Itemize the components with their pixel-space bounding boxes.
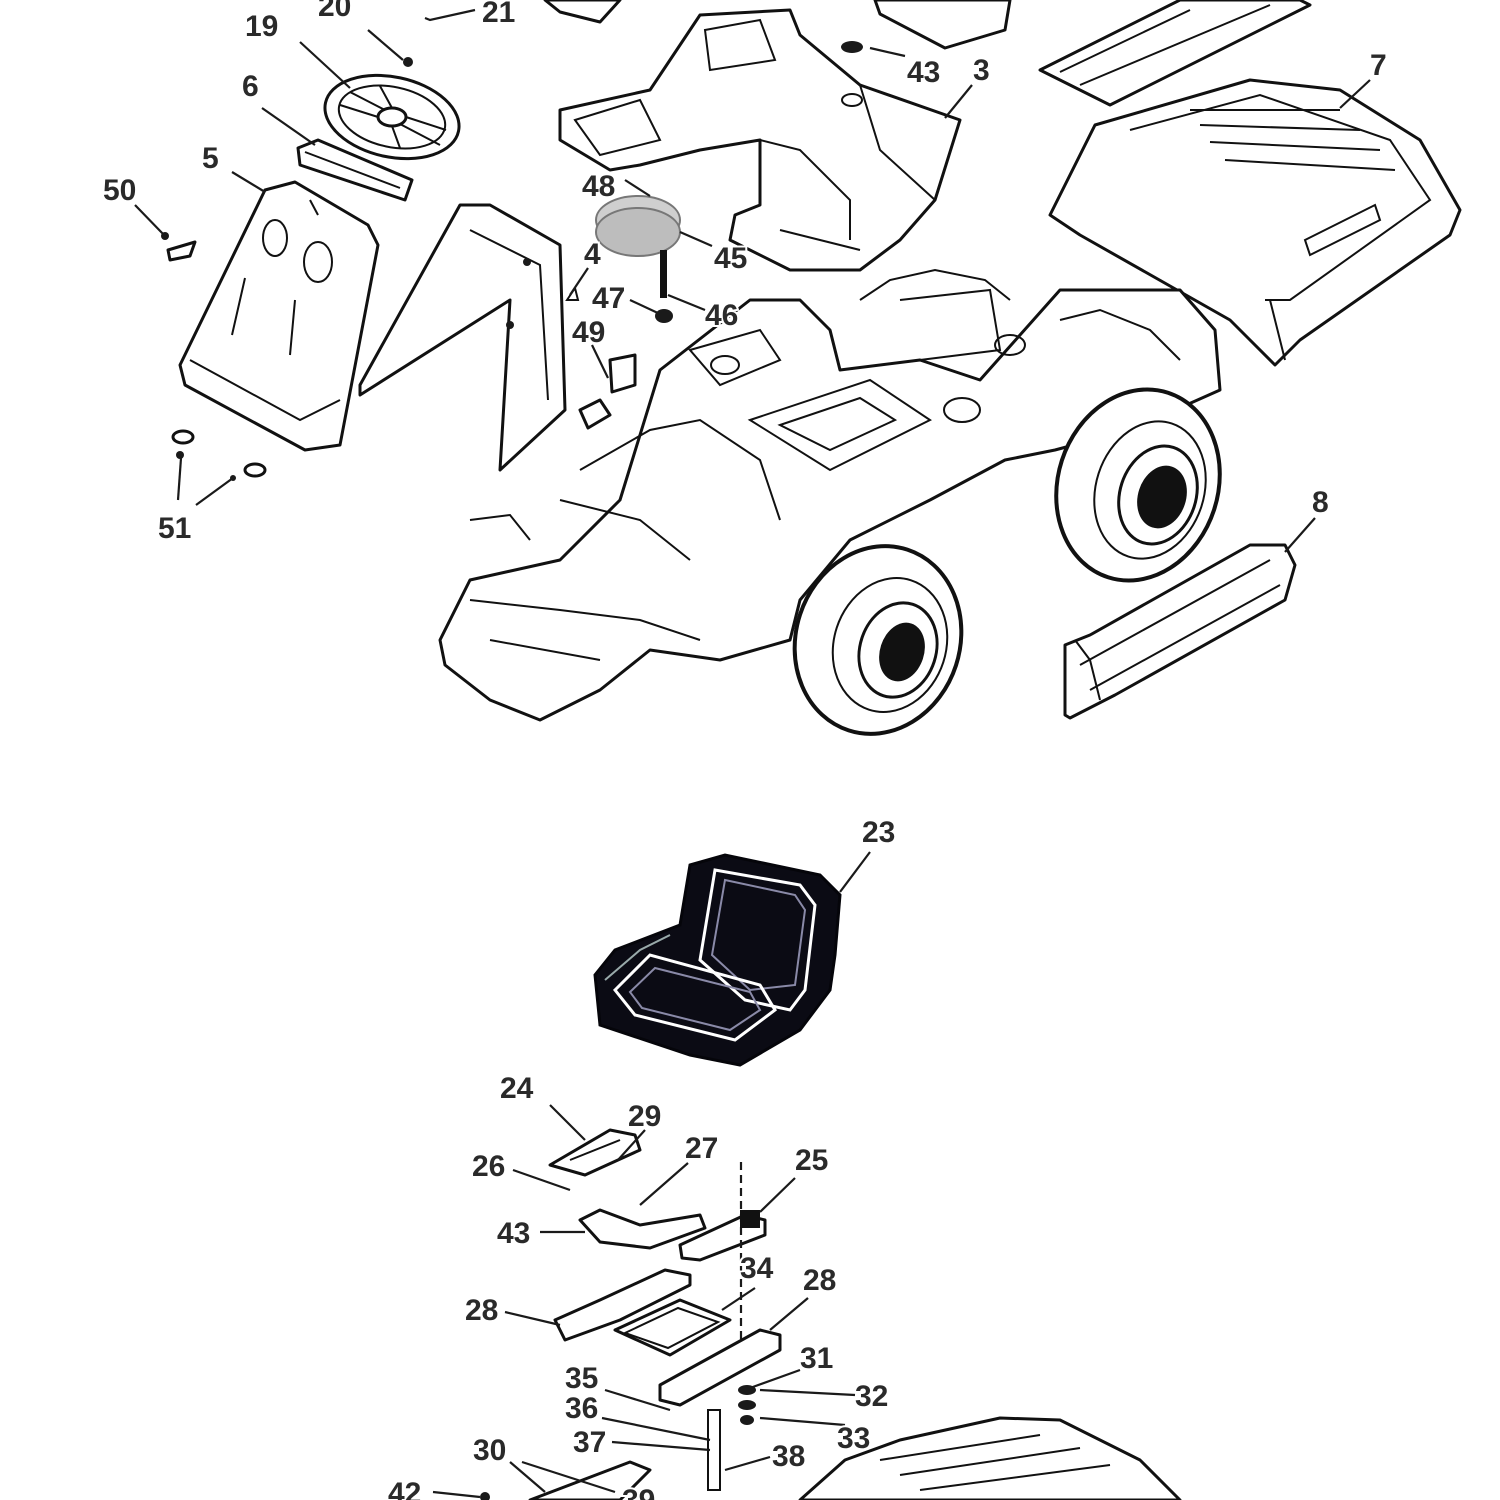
callout-19: 19: [245, 10, 278, 43]
callout-43: 43: [907, 56, 940, 89]
seat-part: [593, 853, 842, 1067]
rear-cover-part: [1048, 78, 1462, 367]
callout-27: 27: [685, 1132, 718, 1165]
callout-47: 47: [592, 282, 625, 315]
leader-lines: [134, 8, 1371, 1499]
callout-6: 6: [242, 70, 259, 103]
callout-5: 5: [202, 142, 219, 175]
callout-39: 39: [622, 1484, 655, 1500]
callout-28-right: 28: [803, 1264, 836, 1297]
callout-3: 3: [973, 54, 990, 87]
column-cover-part: [296, 138, 414, 202]
bottom-cover-part: [798, 1416, 1182, 1500]
callout-7: 7: [1370, 49, 1387, 82]
seat-adjuster-parts: [480, 1128, 782, 1500]
callout-30: 30: [473, 1434, 506, 1467]
callout-8: 8: [1312, 486, 1329, 519]
side-shroud-part: [358, 203, 567, 472]
tractor-chassis: [438, 268, 1222, 722]
callout-31: 31: [800, 1342, 833, 1375]
callout-35: 35: [565, 1362, 598, 1395]
body-cover-part: [558, 8, 962, 272]
callout-37: 37: [573, 1426, 606, 1459]
callout-26: 26: [472, 1150, 505, 1183]
callout-labels: 19 20 21 6 5 50 51 43 3 7 48 45 4 47 46 …: [101, 0, 1389, 1500]
callout-43-seat: 43: [497, 1217, 530, 1250]
callout-25: 25: [795, 1144, 828, 1177]
top-partial-parts: [543, 0, 1312, 107]
callout-29: 29: [628, 1100, 661, 1133]
dash-panel-part: [178, 180, 380, 452]
callout-38: 38: [772, 1440, 805, 1473]
bracket-part: [578, 353, 637, 430]
callout-36: 36: [565, 1392, 598, 1425]
fuel-cap-stack: [565, 195, 681, 323]
callout-20: 20: [318, 0, 351, 23]
callout-45: 45: [714, 242, 747, 275]
callout-33: 33: [837, 1422, 870, 1455]
callout-23: 23: [862, 816, 895, 849]
steering-wheel-part: [323, 73, 461, 161]
callout-28-left: 28: [465, 1294, 498, 1327]
callout-34: 34: [740, 1252, 774, 1285]
callout-49: 49: [572, 316, 605, 349]
callout-48: 48: [582, 170, 615, 203]
callout-21: 21: [482, 0, 515, 29]
hardware-parts: [161, 41, 863, 481]
rear-wheel: [1054, 387, 1222, 583]
callout-32: 32: [855, 1380, 888, 1413]
callout-51: 51: [158, 512, 191, 545]
callout-24: 24: [500, 1072, 534, 1105]
callout-42: 42: [388, 1477, 421, 1500]
front-wheel: [792, 544, 964, 736]
callout-4: 4: [584, 238, 601, 271]
callout-50: 50: [103, 174, 136, 207]
side-rail-part: [1063, 543, 1297, 720]
callout-46: 46: [705, 299, 738, 332]
